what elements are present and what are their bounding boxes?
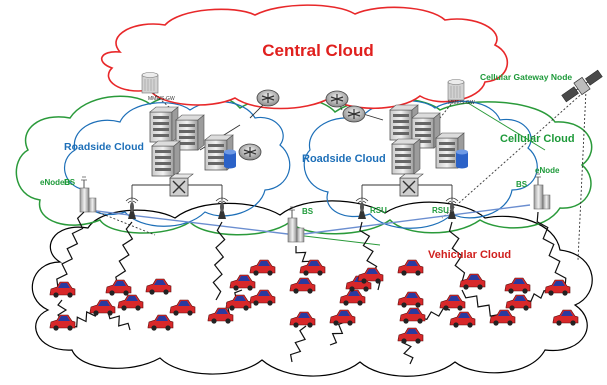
bs-left-label: BS [64,178,76,187]
enodeb-left-label: eNodeB [40,178,70,187]
rsu-right-label: RSU [432,206,449,215]
satellite-icon [561,69,603,103]
base-station-icon [533,173,551,210]
wireless-link-icon [107,311,131,331]
server-icon [391,138,421,175]
wireless-link-icon [115,221,134,287]
base-station-icon [79,176,97,213]
router-icon [238,143,262,161]
mme-sgw-left-label: MME/S-GW [148,96,175,102]
server-icon [149,106,179,143]
server-icon [151,140,181,177]
bs-right-label: BS [516,180,528,189]
router-icon [342,105,366,123]
wireless-link-icon [56,211,85,289]
mme-sgw-icon [447,79,465,101]
mme-sgw-icon [141,72,159,94]
roadside-cloud-left-label: Roadside Cloud [64,141,144,153]
bs-center-label: BS [302,207,314,216]
vehicular-cloud-label: Vehicular Cloud [428,249,511,261]
router-icon [325,90,349,108]
cellular-gateway-label: Cellular Gateway Node [480,72,572,82]
cellular-cloud-label: Cellular Cloud [500,133,575,145]
wireless-link-icon [329,321,346,346]
roadside-cloud-right-label: Roadside Cloud [302,153,386,165]
wireless-link-icon [448,221,466,283]
database-icon [224,149,236,169]
enode-right-label: eNode [535,166,560,175]
router-icon [256,89,280,107]
mme-sgw-right-label: MME/S-GW [448,100,475,106]
database-icon [456,149,468,169]
wireless-link-icon [289,325,307,363]
backhaul-lines [87,102,546,246]
central-cloud-shape [100,4,509,110]
central-cloud-label: Central Cloud [262,41,373,60]
rsu-left-label: RSU [370,206,387,215]
wireless-link-icon [536,211,567,289]
wireless-link-icon [212,221,226,301]
wireless-link-icon [69,309,99,328]
